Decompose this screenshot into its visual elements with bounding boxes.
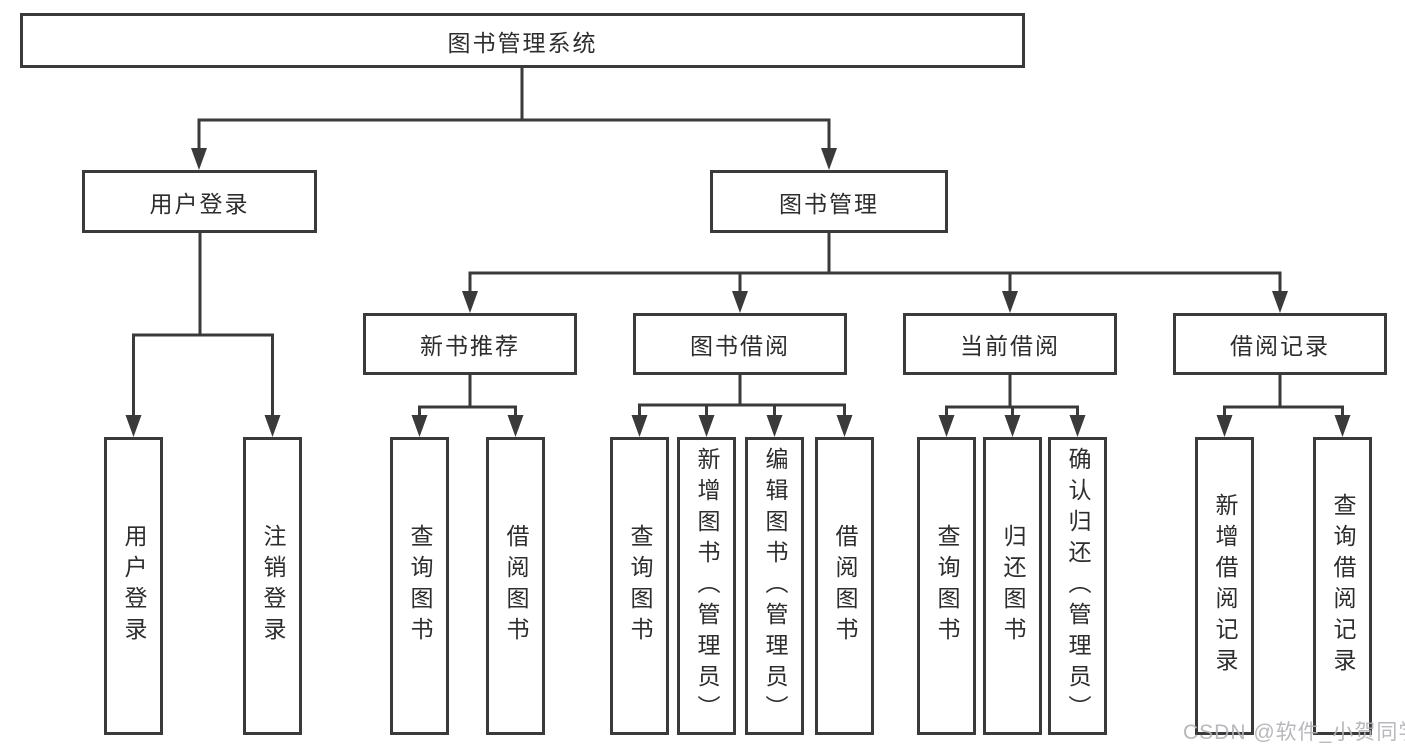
leaf-bb-edit-book-admin-label: 编辑图书（管理员）: [762, 446, 788, 726]
leaf-nbr-query-books: 查询图书: [390, 437, 449, 735]
leaf-br-query-record: 查询借阅记录: [1313, 437, 1372, 735]
leaf-bb-add-book-admin-label: 新增图书（管理员）: [694, 446, 720, 726]
node-current-borrow-label: 当前借阅: [960, 333, 1060, 359]
node-root-system: 图书管理系统: [20, 13, 1025, 68]
connector-user-login-children: [125, 233, 281, 437]
leaf-bb-add-book-admin: 新增图书（管理员）: [677, 437, 736, 735]
node-current-borrow: 当前借阅: [903, 313, 1117, 375]
leaf-br-add-record: 新增借阅记录: [1195, 437, 1254, 735]
leaf-cb-return-books-label: 归还图书: [1000, 524, 1026, 648]
node-new-book-rec: 新书推荐: [363, 313, 577, 375]
node-borrow-records-label: 借阅记录: [1230, 333, 1330, 359]
node-book-borrow: 图书借阅: [633, 313, 847, 375]
leaf-cb-confirm-return-admin: 确认归还（管理员）: [1048, 437, 1107, 735]
leaf-logout-label: 注销登录: [260, 524, 286, 648]
leaf-cb-return-books: 归还图书: [983, 437, 1042, 735]
leaf-br-add-record-label: 新增借阅记录: [1212, 493, 1238, 679]
node-root-label: 图书管理系统: [447, 29, 598, 56]
connector-root-to-level2: [191, 68, 837, 170]
leaf-br-query-record-label: 查询借阅记录: [1330, 493, 1356, 679]
leaf-nbr-query-books-label: 查询图书: [407, 524, 433, 648]
leaf-bb-edit-book-admin: 编辑图书（管理员）: [745, 437, 804, 735]
leaf-user-login: 用户登录: [104, 437, 163, 735]
leaf-nbr-borrow-books-label: 借阅图书: [503, 524, 529, 648]
node-user-login-branch: 用户登录: [82, 170, 317, 233]
node-borrow-records: 借阅记录: [1173, 313, 1387, 375]
watermark: CSDN @软件_小贺同学: [1183, 721, 1405, 744]
leaf-bb-borrow-books: 借阅图书: [815, 437, 874, 735]
leaf-cb-confirm-return-admin-label: 确认归还（管理员）: [1065, 446, 1091, 726]
node-new-book-rec-label: 新书推荐: [420, 333, 520, 359]
leaf-bb-borrow-books-label: 借阅图书: [832, 524, 858, 648]
node-book-mgmt-label: 图书管理: [779, 190, 879, 217]
node-book-mgmt-branch: 图书管理: [710, 170, 948, 233]
leaf-cb-query-books-label: 查询图书: [934, 524, 960, 648]
connector-book-mgmt-sections: [462, 233, 1288, 313]
node-book-borrow-label: 图书借阅: [690, 333, 790, 359]
connector-book-borrow-children: [631, 375, 853, 437]
leaf-logout: 注销登录: [243, 437, 302, 735]
connector-borrow-records-children: [1216, 375, 1351, 437]
leaf-cb-query-books: 查询图书: [917, 437, 976, 735]
leaf-bb-query-books-label: 查询图书: [627, 524, 653, 648]
node-user-login-label: 用户登录: [149, 190, 250, 217]
connector-current-borrow-children: [938, 375, 1086, 437]
leaf-user-login-label: 用户登录: [121, 524, 147, 648]
connector-new-book-rec-children: [411, 375, 524, 437]
leaf-bb-query-books: 查询图书: [610, 437, 669, 735]
leaf-nbr-borrow-books: 借阅图书: [486, 437, 545, 735]
